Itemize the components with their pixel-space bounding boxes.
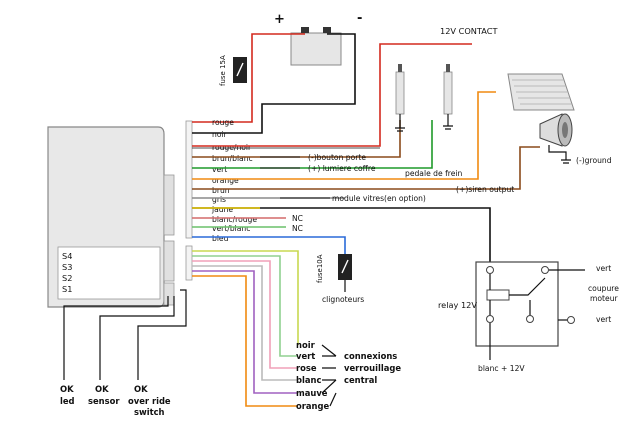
note-siren-output: (+)siren output — [456, 185, 514, 194]
connector-tab-1 — [163, 174, 175, 236]
note-ground: (-)ground — [576, 156, 612, 165]
lock-connector — [185, 245, 193, 281]
relay: relay 12V vert coupure moteur vert blanc… — [438, 261, 619, 373]
wire-labels: rouge noir rouge/noir brun/blanc vert or… — [211, 118, 257, 243]
fuse-15a-label: fuse 15A — [219, 55, 227, 86]
lock-label-mauve: mauve — [296, 388, 328, 398]
battery: + - — [274, 11, 362, 66]
note-pedale-frein: pedale de frein — [405, 169, 462, 178]
lock-wire-1 — [192, 250, 299, 345]
lock-central: central — [344, 375, 377, 385]
label-s4: S4 — [62, 251, 72, 261]
relay-vert-bottom: vert — [596, 315, 611, 324]
door-switch — [395, 64, 405, 132]
wire-battery-positive — [192, 33, 305, 123]
relay-blanc12: blanc + 12V — [478, 364, 525, 373]
alarm-module: S4 S3 S2 S1 — [47, 126, 175, 308]
relay-coupure: coupure — [588, 284, 619, 293]
note-bouton-porte: (-)bouton porte — [308, 153, 366, 162]
wire-label-rouge: rouge — [212, 118, 234, 127]
wire-label-brun-blanc: brun/blanc — [212, 154, 253, 163]
label-12v-contact: 12V CONTACT — [440, 26, 498, 36]
note-nc1: NC — [292, 214, 303, 223]
fuse-10a-label: fuse10A — [316, 254, 324, 283]
label-s2: S2 — [62, 273, 72, 283]
connector-tab-3 — [163, 282, 175, 306]
bottom-override-1: over ride — [128, 396, 171, 406]
relay-label: relay 12V — [438, 300, 477, 310]
wire-label-blanc-rouge: blanc/rouge — [212, 215, 257, 224]
bottom-override-2: switch — [134, 407, 165, 417]
wire-orange — [192, 91, 496, 180]
wire-rouge-noir — [192, 43, 472, 147]
switch-panel — [57, 246, 161, 300]
wire-label-rouge-noir: rouge/noir — [212, 143, 252, 152]
wire-jaune-run — [192, 207, 491, 262]
bottom-sensor: sensor — [88, 396, 120, 406]
brake-pedal — [507, 73, 575, 111]
battery-minus: - — [357, 11, 362, 26]
bottom-connections: OK led OK sensor OK over ride switch — [60, 289, 187, 417]
wire-battery-ground — [192, 33, 356, 134]
note-module-vitres: module vitres(en option) — [332, 194, 426, 203]
bottom-ok-sensor: OK — [95, 384, 109, 394]
main-connector — [185, 120, 193, 239]
lock-label-blanc: blanc — [296, 375, 321, 385]
wire-label-orange: orange — [212, 176, 239, 185]
wire-label-bleu: bleu — [212, 234, 229, 243]
siren: (-)ground — [539, 113, 612, 165]
bottom-ok-override: OK — [134, 384, 148, 394]
lock-wire-3 — [192, 260, 298, 369]
label-s3: S3 — [62, 262, 72, 272]
relay-vert-top: vert — [596, 264, 611, 273]
wire-label-vert-blanc: vert/blanc — [212, 224, 250, 233]
wire-bleu — [192, 236, 346, 262]
bottom-ok-led: OK — [60, 384, 74, 394]
note-clignoteurs: clignoteurs — [322, 295, 364, 304]
wire-label-noir: noir — [212, 130, 228, 139]
wire-label-gris: gris — [212, 195, 226, 204]
lock-label-noir: noir — [296, 340, 316, 350]
lock-label-rose: rose — [296, 363, 317, 373]
note-nc2: NC — [292, 224, 303, 233]
locking-wires: noir vert rose blanc mauve orange connex… — [192, 250, 401, 411]
wire-label-vert: vert — [212, 165, 227, 174]
lock-verrouillage: verrouillage — [344, 363, 401, 373]
bottom-led: led — [60, 396, 75, 406]
label-s1: S1 — [62, 284, 72, 294]
lock-connexions: connexions — [344, 351, 397, 361]
lock-wire-2 — [192, 255, 298, 357]
lock-label-orange: orange — [296, 401, 329, 411]
connector-tab-2 — [163, 240, 175, 282]
lock-wire-5 — [192, 270, 298, 394]
battery-plus: + — [274, 12, 285, 27]
wire-brun — [192, 146, 540, 190]
wire-label-brun: brun — [212, 186, 230, 195]
wire-label-jaune: jaune — [211, 205, 233, 214]
relay-moteur: moteur — [590, 294, 619, 303]
lock-label-vert: vert — [296, 351, 315, 361]
trunk-switch — [443, 64, 453, 130]
lock-wire-6 — [192, 275, 298, 407]
lock-wire-4 — [192, 265, 298, 381]
note-lumiere-coffre: (+) lumiere coffre — [308, 164, 376, 173]
